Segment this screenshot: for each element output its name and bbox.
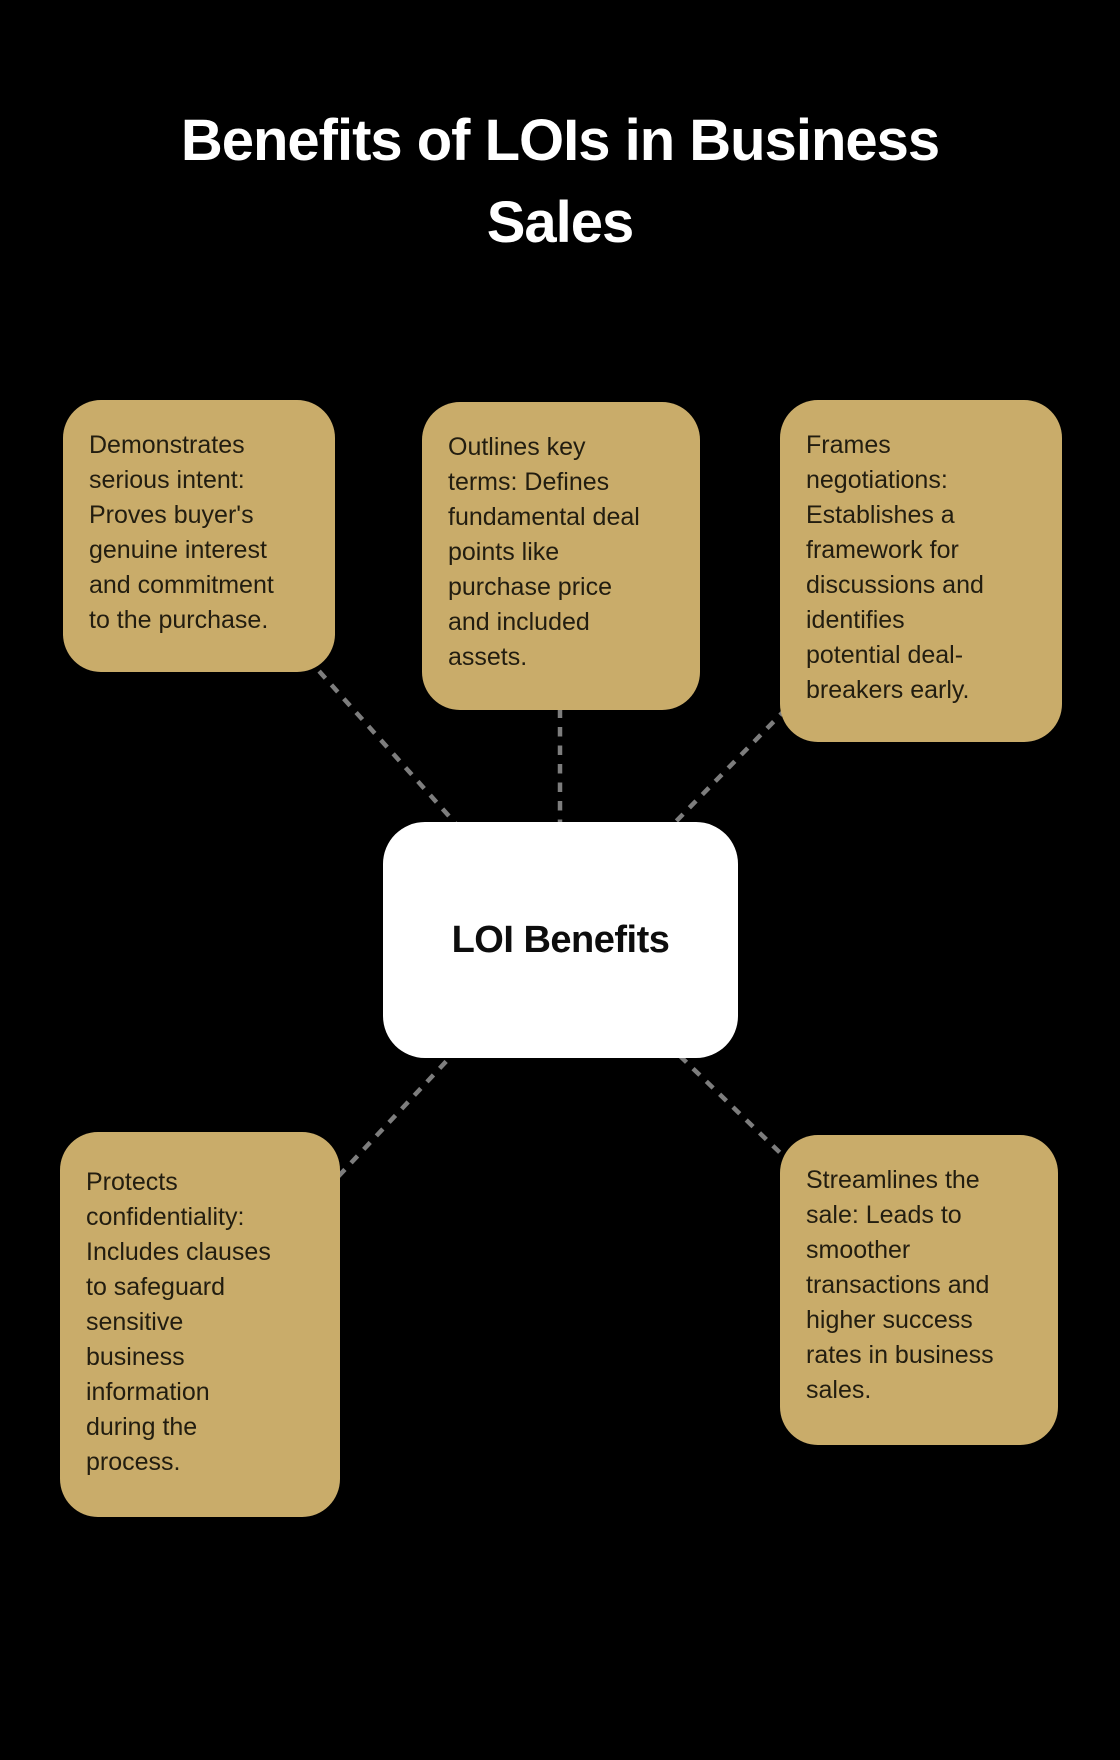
benefit-node-demonstrates-intent: Demonstrates serious intent: Proves buye… <box>63 400 335 672</box>
central-node-label: LOI Benefits <box>451 918 670 961</box>
page-title: Benefits of LOIs in Business Sales <box>180 108 940 255</box>
benefit-node-protects-confidentiality: Protects confidentiality: Includes claus… <box>60 1132 340 1517</box>
central-node: LOI Benefits <box>383 822 738 1058</box>
connector-line-bottom-left <box>198 938 562 1326</box>
benefit-node-frames-negotiations: Frames negotiations: Establishes a frame… <box>780 400 1062 742</box>
benefit-node-outlines-key-terms: Outlines key terms: Defines fundamental … <box>422 402 700 710</box>
benefit-node-streamlines-sale: Streamlines the sale: Leads to smoother … <box>780 1135 1058 1445</box>
benefit-node-text: Protects confidentiality: Includes claus… <box>86 1168 271 1476</box>
benefit-node-text: Outlines key terms: Defines fundamental … <box>448 433 640 671</box>
benefit-node-text: Frames negotiations: Establishes a frame… <box>806 431 984 704</box>
benefit-node-text: Demonstrates serious intent: Proves buye… <box>89 431 274 634</box>
benefit-node-text: Streamlines the sale: Leads to smoother … <box>806 1166 994 1404</box>
